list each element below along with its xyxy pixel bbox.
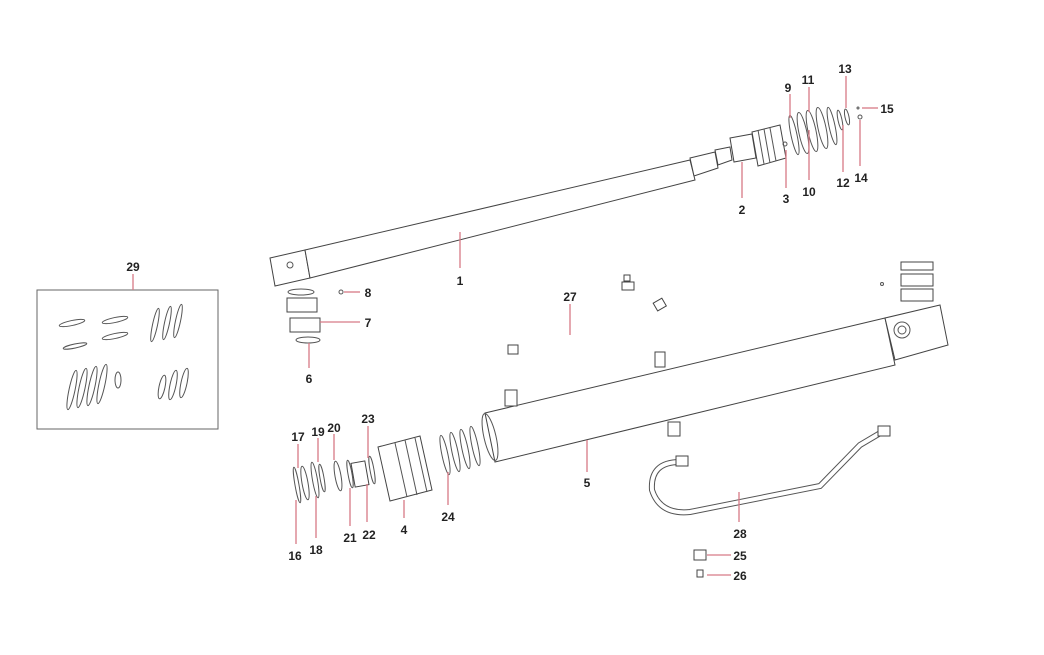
callout-3: 3 [783,192,790,206]
callout-29: 29 [126,260,140,274]
callout-26: 26 [733,569,747,583]
callout-25: 25 [733,549,747,563]
callout-11: 11 [802,73,815,87]
callout-labels: 1 2 3 9 10 11 12 13 14 15 29 8 7 6 27 5 … [126,62,894,583]
callout-6: 6 [306,372,313,386]
callout-28: 28 [733,527,747,541]
leader-lines [132,76,878,576]
callout-20: 20 [327,421,341,435]
callout-18: 18 [309,543,323,557]
callout-21: 21 [343,531,357,545]
callout-7: 7 [365,316,372,330]
piston-seals [788,106,863,156]
callout-13: 13 [838,62,852,76]
callout-14: 14 [854,171,868,185]
callout-24: 24 [441,510,455,524]
callout-5: 5 [584,476,591,490]
callout-23: 23 [361,412,375,426]
hydraulic-pipe-short [507,274,668,355]
callout-15: 15 [880,102,894,116]
callout-2: 2 [739,203,746,217]
piston-head [751,124,788,167]
callout-16: 16 [288,549,302,563]
piston-rod [269,146,733,287]
callout-27: 27 [563,290,577,304]
callout-10: 10 [802,185,816,199]
callout-19: 19 [311,425,325,439]
callout-22: 22 [362,528,376,542]
gland-and-seals [292,425,481,504]
cylinder-tube [481,261,949,463]
callout-12: 12 [836,176,850,190]
rod-end-bushings [286,288,344,344]
callout-8: 8 [365,286,372,300]
callout-4: 4 [401,523,408,537]
callout-1: 1 [457,274,464,288]
callout-17: 17 [291,430,305,444]
callout-9: 9 [785,81,792,95]
rod-nut [729,133,757,163]
seal-kit-box [36,289,219,430]
hydraulic-pipe-long [648,425,891,578]
